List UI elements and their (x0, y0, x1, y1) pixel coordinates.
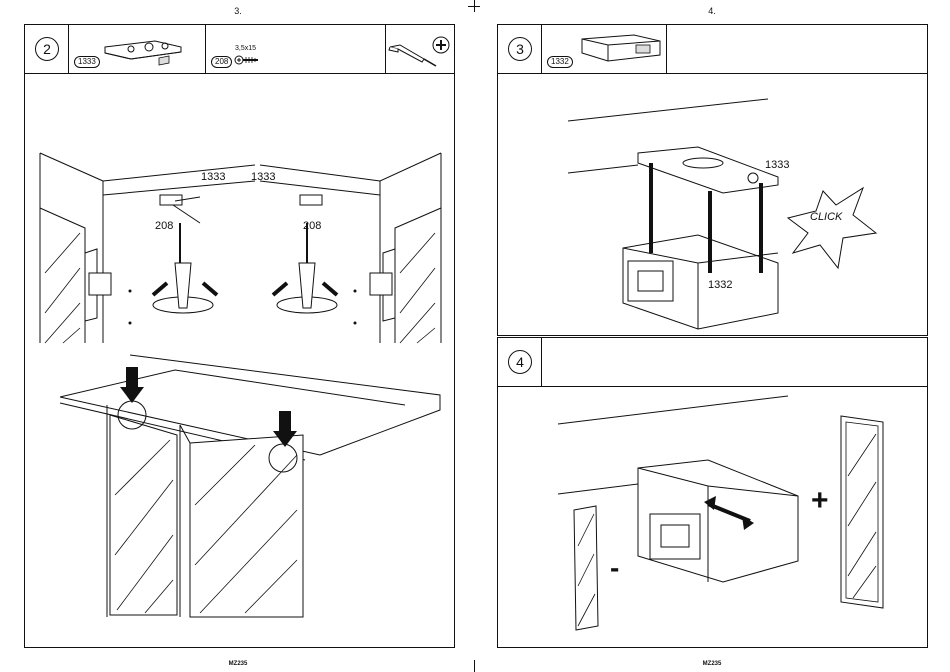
minus-sign: - (610, 552, 619, 584)
model-code-left: MZ235 (218, 661, 258, 667)
step-4-panel: 4 - + (497, 337, 928, 648)
step-2-header: 2 1333 3,5x15 208 (25, 25, 454, 74)
plus-sign: + (811, 484, 829, 518)
label-208-left: 208 (155, 220, 173, 232)
part-1333-cell: 1333 (69, 25, 206, 73)
left-page: 2 1333 3,5x15 208 (24, 24, 455, 648)
label-1332: 1332 (708, 279, 732, 291)
adjustment-diagram (498, 386, 929, 648)
crop-mark-top-h (468, 6, 480, 7)
step-number: 2 (35, 37, 59, 61)
label-1333-right: 1333 (251, 171, 275, 183)
step-3-number-cell: 3 (498, 25, 542, 73)
step-4-header: 4 (498, 338, 927, 387)
crop-mark-bottom (474, 660, 475, 672)
doors-diagram (25, 345, 456, 645)
click-label: CLICK (810, 211, 842, 223)
part-code-1333: 1333 (74, 56, 100, 68)
corner-hinge-diagram (25, 73, 456, 333)
part-1332-cell: 1332 (542, 25, 667, 73)
model-code-right: MZ235 (692, 661, 732, 667)
step-4-number: 4 (508, 350, 532, 374)
label-208-right: 208 (303, 220, 321, 232)
page-number-right: 4. (692, 6, 732, 16)
label-1333: 1333 (765, 159, 789, 171)
phillips-screwdriver-icon (386, 25, 456, 73)
page-number-left: 3. (218, 6, 258, 16)
tool-cell (386, 25, 456, 73)
step-number-cell: 2 (25, 25, 69, 73)
part-208-cell: 3,5x15 208 (206, 25, 386, 73)
label-1333-left: 1333 (201, 171, 225, 183)
step-3-panel: 3 1332 1333 1332 CLICK (497, 24, 928, 336)
step-4-number-cell: 4 (498, 338, 542, 386)
step-3-number: 3 (508, 37, 532, 61)
cover-click-diagram (498, 73, 929, 335)
step-3-header: 3 1332 (498, 25, 927, 74)
part-code-1332: 1332 (547, 56, 573, 68)
part-code-208: 208 (211, 56, 232, 68)
